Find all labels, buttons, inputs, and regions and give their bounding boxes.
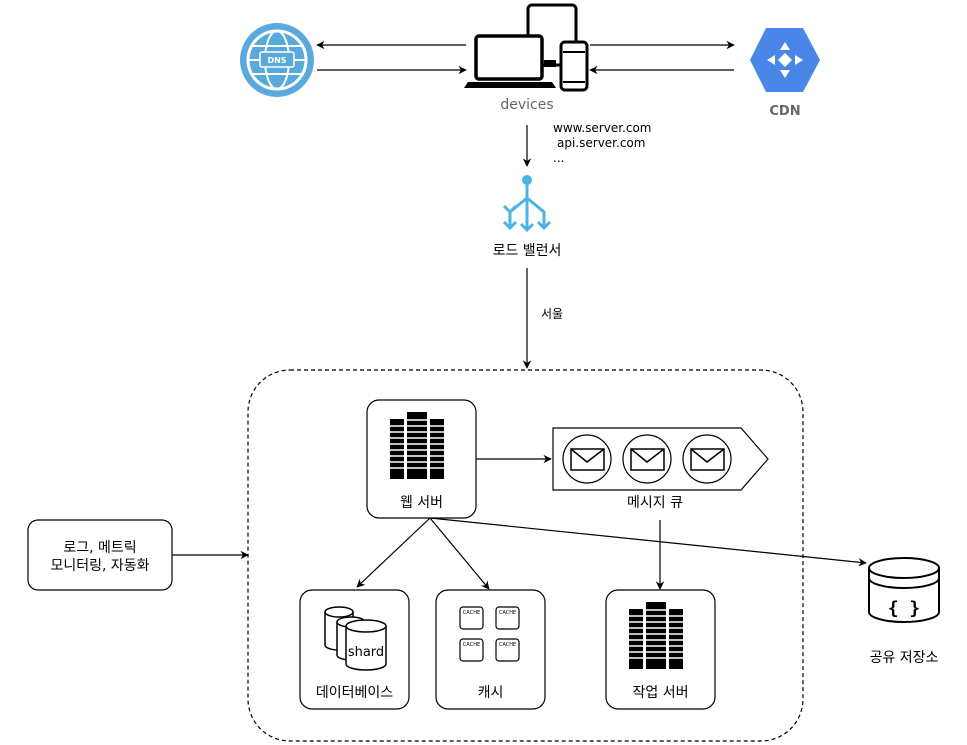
arrow-web-to-cache [429, 517, 490, 590]
database-shard-text: shard [348, 645, 384, 660]
web-server-icon [390, 412, 444, 479]
load-balancer-icon [502, 175, 552, 233]
monitoring-line-2: 모니터링, 자동화 [50, 558, 150, 574]
cache-icon: CACHE CACHE CACHE CACHE [459, 606, 520, 662]
url-line-2: api.server.com [557, 136, 646, 150]
dns-icon-text: DNS [267, 56, 286, 65]
devices-icon [464, 3, 589, 92]
database-icon [324, 606, 387, 671]
cache-label: 캐시 [477, 685, 504, 701]
message-queue-icon [552, 427, 769, 491]
dns-icon: DNS [240, 23, 314, 97]
monitoring-line-1: 로그, 메트릭 [63, 540, 137, 556]
shared-storage-label: 공유 저장소 [869, 650, 939, 666]
cache-cell-text: CACHE [463, 610, 480, 616]
region-container [247, 369, 804, 742]
region-label: 서울 [541, 307, 564, 321]
shared-storage-icon-text: { } [888, 598, 921, 619]
url-line-1: www.server.com [553, 121, 652, 135]
load-balancer-label: 로드 밸런서 [492, 243, 562, 259]
mail-icon [622, 434, 672, 484]
devices-label: devices [500, 97, 554, 113]
shared-storage-icon: { } [868, 557, 940, 623]
mail-icon [682, 434, 732, 484]
phone-icon [559, 40, 589, 92]
cache-cell-text: CACHE [463, 642, 480, 648]
cdn-icon [750, 28, 820, 92]
worker-server-icon [629, 602, 683, 669]
cache-cell-text: CACHE [499, 642, 516, 648]
connectors [172, 40, 867, 590]
web-server-label: 웹 서버 [399, 495, 444, 511]
monitoring-box [27, 519, 173, 591]
worker-label: 작업 서버 [632, 685, 689, 701]
url-line-3: ... [553, 151, 565, 165]
cdn-label: CDN [769, 104, 801, 119]
message-queue-label: 메시지 큐 [627, 495, 683, 511]
laptop-icon [464, 34, 556, 88]
database-label: 데이터베이스 [315, 685, 394, 701]
arrow-web-to-db [356, 517, 431, 588]
arrow-web-to-storage [429, 517, 867, 567]
mail-icon [562, 434, 612, 484]
cache-cell-text: CACHE [499, 610, 516, 616]
